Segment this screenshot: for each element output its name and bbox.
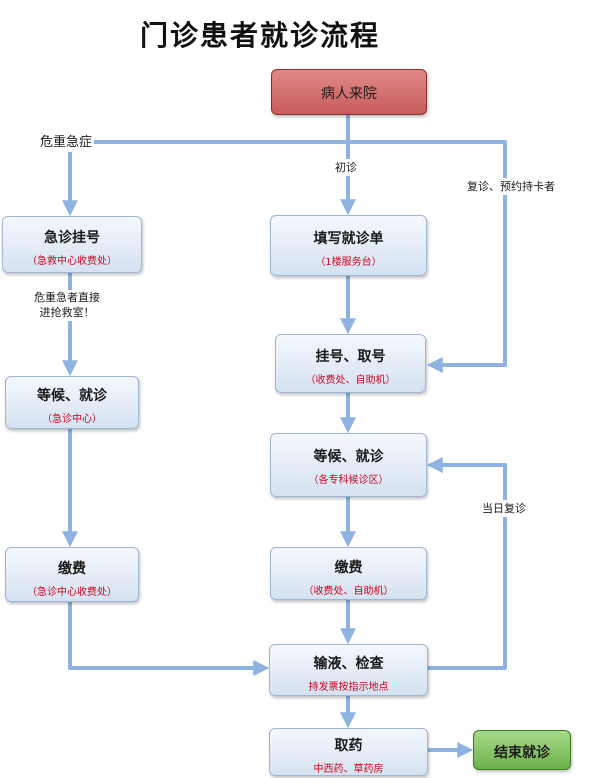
node-location: （1楼服务台） bbox=[315, 257, 382, 268]
label-critical: 危重急症 bbox=[38, 134, 95, 153]
node-label: 急诊挂号 bbox=[44, 230, 100, 246]
node-location: （急诊中心收费处） bbox=[27, 587, 117, 598]
node-end-visit: 结束就诊 bbox=[473, 730, 571, 770]
node-location: （收费处、自助机） bbox=[305, 375, 396, 386]
node-wait: 等候、就诊 （各专科候诊区） bbox=[270, 433, 427, 497]
node-location: 持发票按指示地点 bbox=[308, 682, 389, 693]
node-location: （收费处、自助机） bbox=[303, 586, 394, 597]
node-label: 填写就诊单 bbox=[313, 231, 384, 247]
node-label: 缴费 bbox=[58, 561, 86, 577]
node-location: 中西药、草药房 bbox=[313, 764, 384, 775]
node-emergency-wait: 等候、就诊 （急诊中心） bbox=[5, 376, 139, 429]
node-emergency-registration: 急诊挂号 （急救中心收费处） bbox=[2, 216, 142, 273]
node-label: 缴费 bbox=[334, 560, 363, 576]
arrow-emergency-pay-to-infusion bbox=[68, 602, 270, 676]
label-critical-direct-line2: 进抢救室！ bbox=[39, 306, 95, 320]
label-return-visit: 复诊、预约持卡者 bbox=[466, 178, 556, 196]
node-label: 挂号、取号 bbox=[315, 349, 386, 365]
node-pharmacy: 取药 中西药、草药房 bbox=[269, 728, 428, 776]
node-patient-arrives: 病人来院 bbox=[271, 69, 427, 115]
node-label: 病人来院 bbox=[321, 86, 377, 102]
node-label: 等候、就诊 bbox=[313, 449, 384, 465]
label-critical-direct-line1: 危重急者直接 bbox=[34, 291, 100, 304]
label-first-visit: 初诊 bbox=[334, 159, 358, 177]
node-payment: 缴费 （收费处、自助机） bbox=[270, 547, 427, 600]
page-title: 门诊患者就诊流程 bbox=[139, 19, 380, 52]
node-infusion-exam: 输液、检查 持发票按指示地点 bbox=[269, 644, 428, 696]
label-same-day-return: 当日复诊 bbox=[480, 500, 528, 518]
node-label: 取药 bbox=[334, 738, 363, 754]
arrow-same-day-return bbox=[426, 457, 507, 670]
node-label: 等候、就诊 bbox=[37, 388, 107, 404]
node-register: 挂号、取号 （收费处、自助机） bbox=[275, 334, 426, 393]
node-fill-form: 填写就诊单 （1楼服务台） bbox=[270, 215, 427, 276]
node-location: （急诊中心） bbox=[42, 414, 102, 425]
node-label: 输液、检查 bbox=[313, 656, 384, 672]
node-location: （急救中心收费处） bbox=[27, 256, 117, 267]
node-location: （各专科候诊区） bbox=[308, 475, 389, 486]
node-emergency-payment: 缴费 （急诊中心收费处） bbox=[5, 547, 139, 602]
arrow-return-to-register bbox=[348, 140, 507, 373]
node-label: 结束就诊 bbox=[494, 745, 550, 761]
label-critical-direct: 危重急者直接 进抢救室！ bbox=[32, 290, 102, 321]
